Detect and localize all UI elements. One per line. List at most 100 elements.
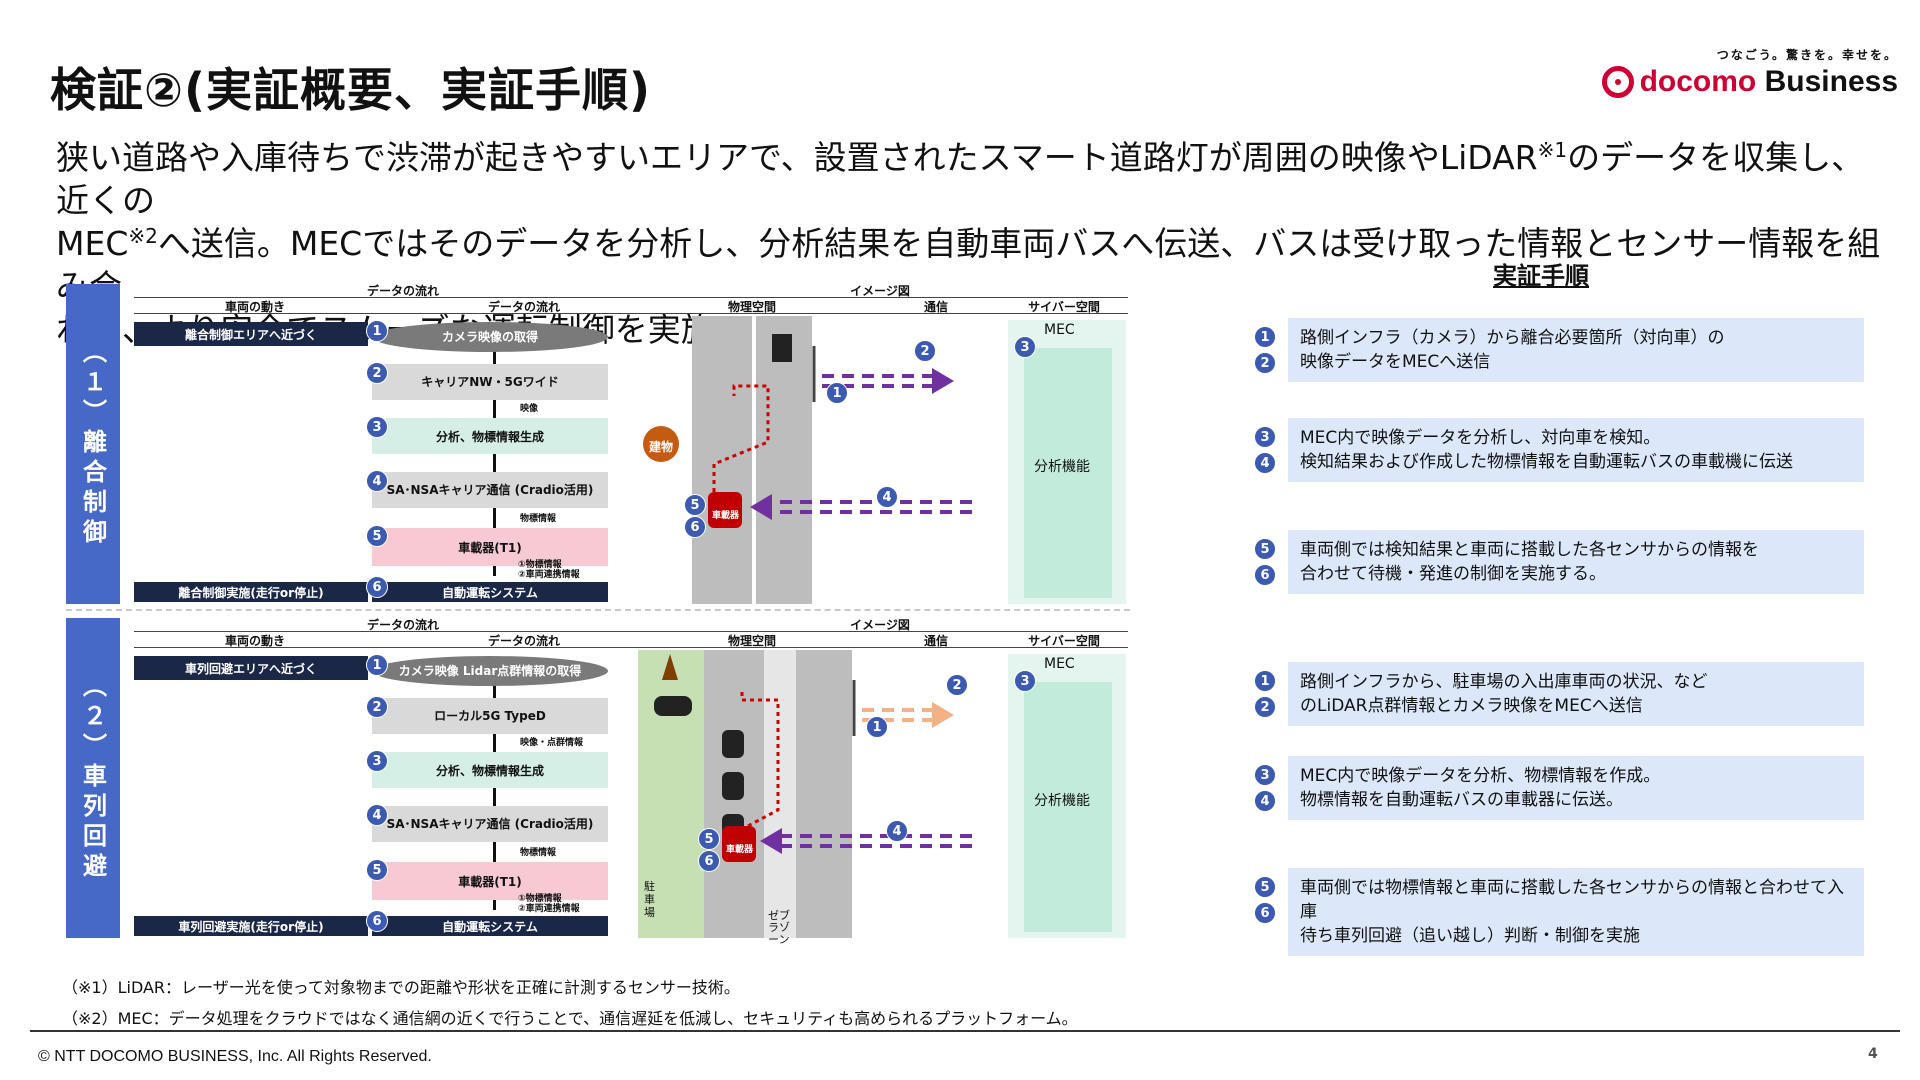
analysis-label: 分析機能 bbox=[1034, 459, 1090, 475]
flow-label-5a: ①物標情報 bbox=[518, 894, 562, 904]
footnote-lidar: （※1）LiDAR：レーザー光を使って対象物までの距離や形状を正確に計測するセン… bbox=[62, 978, 740, 997]
image-step-6: 6 bbox=[698, 850, 720, 872]
step-number-5: 5 bbox=[366, 859, 388, 881]
flow-label-2: 映像 bbox=[520, 404, 539, 414]
step-number-1: 1 bbox=[366, 320, 388, 342]
flow-step-4: SA･NSAキャリア通信 (Cradio活用) bbox=[372, 806, 608, 842]
mec-server-box bbox=[1024, 682, 1112, 932]
step-number-4: 4 bbox=[366, 470, 388, 492]
step-number-badge: 3 bbox=[1254, 426, 1276, 448]
footer-divider bbox=[30, 1030, 1900, 1032]
step-number-badge: 6 bbox=[1254, 564, 1276, 586]
footnote-mec: （※2）MEC：データ処理をクラウドではなく通信網の近くで行うことで、通信遅延を… bbox=[62, 1009, 1078, 1028]
step-number-badge: 3 bbox=[1254, 764, 1276, 786]
step-number-2: 2 bbox=[366, 362, 388, 384]
bus-path bbox=[740, 692, 780, 828]
mec-label: MEC bbox=[1044, 322, 1075, 338]
image-step-5: 5 bbox=[684, 494, 706, 516]
step-box-2: MEC内で映像データを分析し、対向車を検知。検知結果および作成した物標情報を自動… bbox=[1288, 418, 1864, 482]
flow-step-1: カメラ映像の取得 bbox=[372, 322, 608, 352]
flow-step-4: SA･NSAキャリア通信 (Cradio活用) bbox=[372, 472, 608, 508]
flow-line bbox=[493, 346, 496, 576]
bus-icon bbox=[708, 492, 742, 528]
step-line-1: MEC内で映像データを分析、物標情報を作成。 bbox=[1300, 766, 1661, 786]
step-line-1: 車両側では物標情報と車両に搭載した各センサからの情報と合わせて入庫 bbox=[1300, 878, 1844, 922]
building-label: 建物 bbox=[649, 440, 674, 454]
col-data-header: データの流れ bbox=[376, 632, 672, 648]
road-centerline bbox=[752, 316, 756, 604]
approach-label: 車列回避エリアへ近づく bbox=[134, 656, 368, 680]
step-number-3: 3 bbox=[366, 416, 388, 438]
image-header: イメージ図 bbox=[632, 282, 1128, 298]
analysis-label: 分析機能 bbox=[1034, 793, 1090, 809]
step-number-4: 4 bbox=[366, 804, 388, 826]
approach-label: 離合制御エリアへ近づく bbox=[134, 322, 368, 346]
step-number-badge: 6 bbox=[1254, 902, 1276, 924]
image-step-2: 2 bbox=[914, 340, 936, 362]
step-number-6: 6 bbox=[366, 910, 388, 932]
mec-server-box bbox=[1024, 348, 1112, 598]
step-line-2: 合わせて待機・発進の制御を実施する。 bbox=[1300, 564, 1606, 584]
step-box-3: 車両側では検知結果と車両に搭載した各センサからの情報を合わせて待機・発進の制御を… bbox=[1288, 530, 1864, 594]
section-sidebar: （２）車列回避 bbox=[66, 618, 120, 938]
oncoming-truck-icon bbox=[772, 334, 792, 362]
image-physical-header: 物理空間 bbox=[632, 632, 872, 648]
flow-label-2: 映像・点群情報 bbox=[520, 738, 584, 748]
control-result-label: 離合制御実施(走行or停止) bbox=[134, 582, 368, 602]
flow-step-3: 分析、物標情報生成 bbox=[372, 418, 608, 454]
section-divider bbox=[66, 609, 1130, 611]
logo-brand: docomo Business bbox=[1639, 65, 1898, 98]
upload-arrow bbox=[822, 374, 932, 388]
building-icon bbox=[643, 426, 679, 462]
road-lane-left bbox=[692, 316, 752, 604]
page-title: 検証②(実証概要、実証手順) bbox=[50, 63, 651, 117]
flow-step-6: 自動運転システム bbox=[372, 916, 608, 936]
image-cyber-header: サイバー空間 bbox=[1000, 632, 1128, 648]
image-comm-header: 通信 bbox=[872, 632, 1000, 648]
step-number-badge: 2 bbox=[1254, 696, 1276, 718]
image-comm-header: 通信 bbox=[872, 298, 1000, 314]
step-number-badge: 1 bbox=[1254, 326, 1276, 348]
flow-label-4: 物標情報 bbox=[520, 514, 557, 524]
step-line-1: 車両側では検知結果と車両に搭載した各センサからの情報を bbox=[1300, 540, 1759, 560]
section-queue-avoidance: （２）車列回避データの流れ車両の動きデータの流れ車列回避エリアへ近づく車列回避実… bbox=[66, 616, 1146, 946]
flow-header: データの流れ bbox=[134, 616, 672, 632]
flow-step-2: ローカル5G TypeD bbox=[372, 698, 608, 734]
step-box-4: 路側インフラから、駐車場の入出庫車両の状況、などのLiDAR点群情報とカメラ映像… bbox=[1288, 662, 1864, 726]
download-arrow-head bbox=[750, 494, 772, 520]
flow-step-1: カメラ映像 Lidar点群情報の取得 bbox=[372, 656, 608, 686]
step-number-badge: 2 bbox=[1254, 352, 1276, 374]
step-line-1: 路側インフラから、駐車場の入出庫車両の状況、など bbox=[1300, 672, 1708, 692]
physical-space-drawing bbox=[643, 316, 972, 604]
image-step-3: 3 bbox=[1014, 670, 1036, 692]
flow-label-5a: ①物標情報 bbox=[518, 560, 562, 570]
step-box-1: 路側インフラ（カメラ）から離合必要箇所（対向車）の映像データをMECへ送信 bbox=[1288, 318, 1864, 382]
upload-arrow-head bbox=[932, 702, 954, 728]
image-cyber-header: サイバー空間 bbox=[1000, 298, 1128, 314]
flow-step-2: キャリアNW・5Gワイド bbox=[372, 364, 608, 400]
step-line-1: MEC内で映像データを分析し、対向車を検知。 bbox=[1300, 428, 1661, 448]
road-lane-right bbox=[796, 650, 852, 938]
bus-path bbox=[712, 384, 770, 492]
logo-tagline: つなごう。驚きを。幸せを。 bbox=[1716, 48, 1898, 62]
flow-header: データの流れ bbox=[134, 282, 672, 298]
step-line-1: 路側インフラ（カメラ）から離合必要箇所（対向車）の bbox=[1300, 328, 1725, 348]
step-number-1: 1 bbox=[366, 654, 388, 676]
step-line-2: 待ち車列回避（追い越し）判断・制御を実施 bbox=[1300, 926, 1640, 946]
flow-label-4: 物標情報 bbox=[520, 848, 557, 858]
image-step-5: 5 bbox=[698, 828, 720, 850]
bus-icon bbox=[722, 826, 756, 862]
image-step-2: 2 bbox=[946, 674, 968, 696]
step-number-badge: 5 bbox=[1254, 538, 1276, 560]
image-step-6: 6 bbox=[684, 516, 706, 538]
physical-space-drawing bbox=[638, 650, 972, 938]
flow-step-6: 自動運転システム bbox=[372, 582, 608, 602]
step-number-2: 2 bbox=[366, 696, 388, 718]
onboard-unit-label: 車載器 bbox=[726, 845, 754, 855]
section-passing-control: （１）離合制御データの流れ車両の動きデータの流れ離合制御エリアへ近づく離合制御実… bbox=[66, 282, 1146, 604]
